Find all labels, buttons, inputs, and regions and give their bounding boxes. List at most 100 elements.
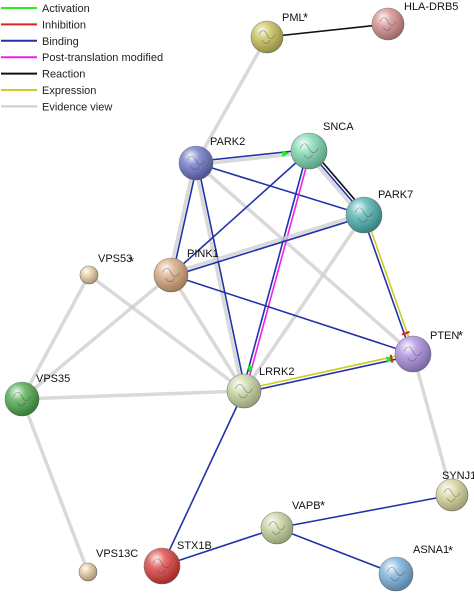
node-pten-star: * [458, 328, 463, 343]
legend-label-binding: Binding [42, 36, 79, 48]
legend-label-reaction: Reaction [42, 69, 85, 81]
node-park2-structure-icon [187, 155, 205, 171]
edge-park2-pink1-evidence [167, 160, 197, 277]
node-asna1[interactable]: ASNA1* [378, 543, 453, 592]
node-vps53-label: VPS53 [98, 253, 132, 265]
node-lrrk2-label: LRRK2 [259, 366, 294, 378]
edge-lrrk2-stx1b-binding [161, 390, 245, 567]
node-snca[interactable]: SNCA [290, 121, 354, 170]
edge-park2-lrrk2-binding [196, 161, 247, 392]
edge-vapb-asna1-binding [276, 527, 397, 575]
node-pml-structure-icon [258, 30, 276, 44]
legend-label-expression: Expression [42, 85, 96, 97]
edge-vps35-vps13c-evidence [20, 397, 90, 574]
edge-lrrk2-pten-inhibition-bar [389, 354, 394, 363]
node-vps13c[interactable]: VPS13C [78, 548, 138, 582]
node-vapb-star: * [320, 498, 325, 513]
legend-label-post-translation-modified: Post-translation modified [42, 52, 163, 64]
node-park2-label: PARK2 [210, 136, 245, 148]
node-pml-star: * [303, 10, 308, 25]
node-pink1-structure-icon [162, 267, 180, 283]
edges [20, 23, 454, 575]
node-park7-label: PARK7 [378, 189, 413, 201]
edge-snca-pink1-binding [170, 150, 310, 276]
node-hla-drb5[interactable]: HLA-DRB5 [371, 1, 458, 41]
node-vps35-structure-icon [13, 391, 31, 407]
node-asna1-shine [379, 557, 413, 591]
node-vps53-star: * [129, 254, 134, 269]
node-vps13c-label: VPS13C [96, 548, 138, 560]
edge-park2-pink1-binding [171, 162, 199, 277]
node-pink1-label: PINK1 [187, 248, 219, 260]
edge-park2-snca-evidence [194, 150, 311, 167]
node-asna1-structure-icon [387, 566, 405, 582]
node-stx1b-label: STX1B [177, 540, 212, 552]
node-lrrk2[interactable]: LRRK2 [226, 366, 294, 409]
node-pml-label: PML [282, 12, 305, 24]
edge-vps53-lrrk2-evidence [87, 273, 246, 393]
node-snca-structure-icon [299, 143, 319, 159]
node-pml-shine [251, 21, 283, 53]
edge-snca-lrrk2-post-translation [244, 150, 312, 393]
edge-park2-pten-evidence [194, 161, 415, 356]
node-synj1-label: SYNJ1 [442, 470, 474, 482]
node-vapb[interactable]: VAPB* [260, 498, 325, 545]
edge-park2-lrrk2-evidence [192, 161, 245, 394]
legend-label-inhibition: Inhibition [42, 19, 86, 31]
node-lrrk2-shine [227, 374, 261, 408]
node-pink1-shine [154, 258, 188, 292]
legend: ActivationInhibitionBindingPost-translat… [1, 3, 163, 113]
node-vps35-shine [5, 382, 39, 416]
edge-lrrk2-pten-binding [243, 354, 415, 394]
edge-park7-pten-inhibition-bar [401, 330, 410, 336]
node-pten-label: PTEN [430, 330, 459, 342]
node-park7[interactable]: PARK7 [345, 189, 413, 234]
edge-pink1-lrrk2-evidence [169, 273, 246, 393]
nodes: PML*HLA-DRB5PARK2SNCAPARK7PINK1VPS53*PTE… [4, 1, 474, 592]
edge-snca-lrrk2-activation-arrow [247, 365, 254, 373]
legend-label-evidence-view: Evidence view [42, 101, 112, 113]
node-vps35[interactable]: VPS35 [4, 373, 70, 417]
node-hla-drb5-shine [372, 8, 404, 40]
edge-pink1-vps35-evidence [20, 273, 173, 401]
node-synj1[interactable]: SYNJ1 [435, 470, 474, 512]
edge-park2-snca-binding [195, 148, 310, 163]
node-hla-drb5-label: HLA-DRB5 [404, 1, 458, 13]
edge-park2-snca-activation-arrow [281, 150, 290, 158]
node-vapb-shine [261, 512, 293, 544]
node-park2[interactable]: PARK2 [178, 136, 245, 181]
edge-pink1-pten-binding [170, 274, 414, 355]
node-pink1[interactable]: PINK1 [153, 248, 219, 293]
edge-park7-pten-binding [361, 214, 413, 356]
node-stx1b[interactable]: STX1B [143, 540, 212, 585]
node-park7-structure-icon [354, 207, 374, 223]
node-lrrk2-structure-icon [235, 383, 253, 399]
node-snca-label: SNCA [323, 121, 354, 133]
node-vps53-shine [80, 266, 98, 284]
edge-park7-pink1-binding [170, 215, 366, 278]
node-park2-shine [179, 146, 213, 180]
edge-park7-pink1-evidence [168, 211, 366, 276]
node-stx1b-structure-icon [152, 558, 172, 574]
edge-pten-synj1-evidence [411, 352, 454, 497]
edge-park7-lrrk2-evidence [242, 213, 366, 393]
edge-vps53-vps35-evidence [20, 273, 91, 401]
node-asna1-star: * [448, 543, 453, 558]
edge-park7-pten-expression [364, 213, 416, 355]
edge-vps35-lrrk2-evidence [20, 389, 246, 401]
edge-park2-park7-binding [195, 162, 365, 216]
node-vps53[interactable]: VPS53* [79, 253, 134, 285]
node-synj1-structure-icon [443, 488, 461, 502]
node-pten-structure-icon [403, 346, 423, 362]
edge-snca-lrrk2-binding [241, 149, 309, 392]
node-vps13c-shine [79, 563, 97, 581]
edge-lrrk2-pten-expression [242, 351, 414, 391]
node-pten[interactable]: PTEN* [394, 328, 463, 373]
node-pten-shine [395, 336, 431, 372]
node-vps35-label: VPS35 [36, 373, 70, 385]
edge-pml-hla-drb5-reaction [266, 23, 389, 38]
node-pml[interactable]: PML* [250, 10, 308, 54]
node-vapb-label: VAPB [292, 500, 321, 512]
